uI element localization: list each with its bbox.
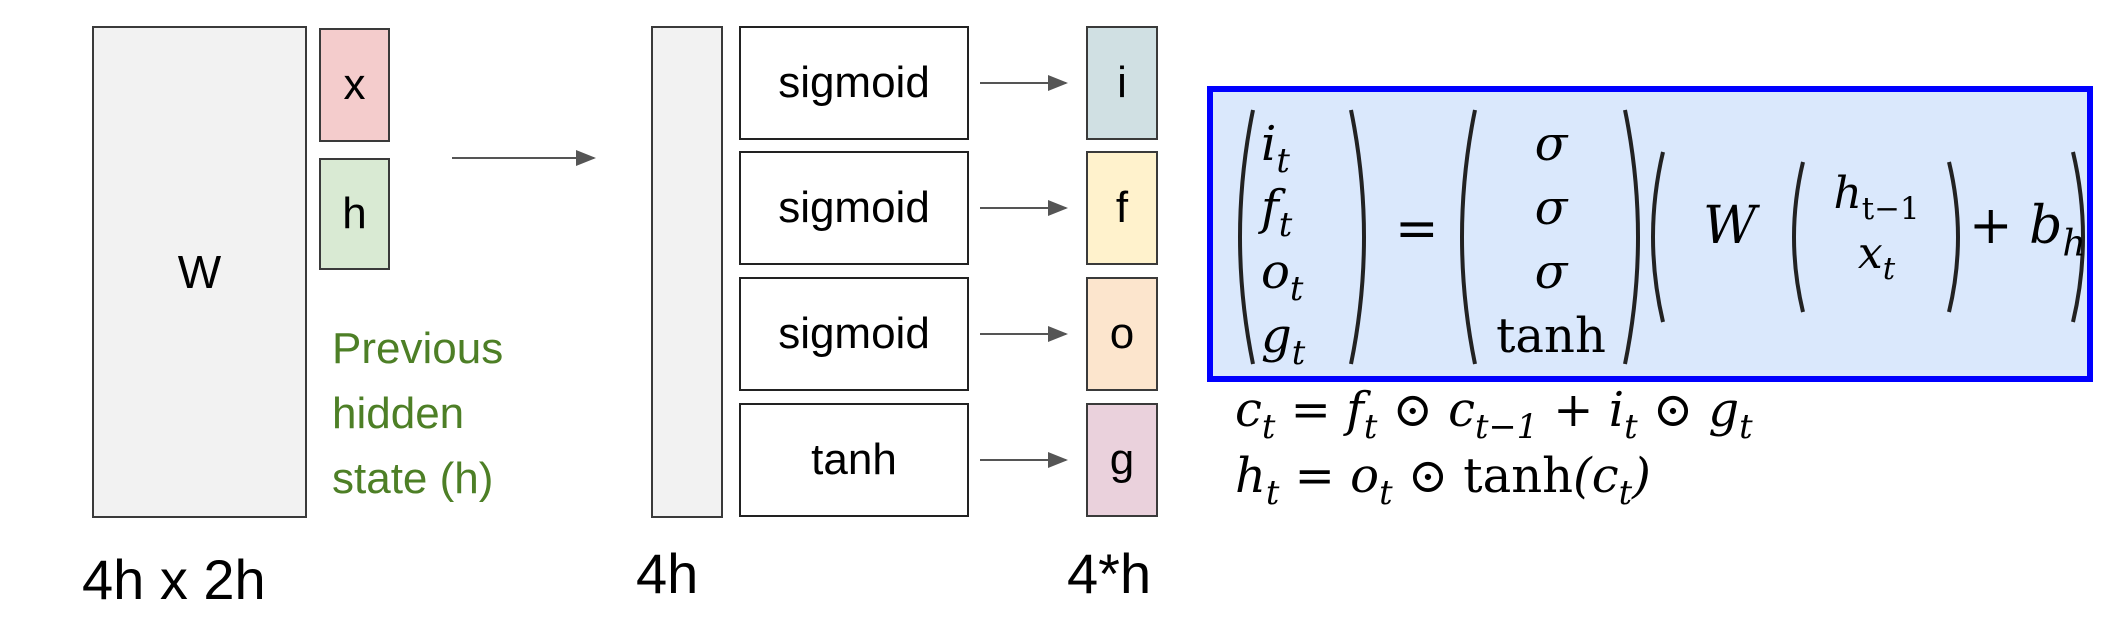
gate-box-i: i bbox=[1086, 26, 1158, 140]
act-right-paren bbox=[1623, 109, 1640, 365]
input-x-label: x bbox=[343, 60, 366, 109]
act-left-paren bbox=[1460, 109, 1477, 365]
lhs-right-paren bbox=[1349, 109, 1366, 365]
hidden-state-equation: ht = ot ⊙ tanh(ct) bbox=[1235, 448, 1651, 512]
lhs-left-paren bbox=[1238, 109, 1255, 365]
lhs-o: o bbox=[1261, 244, 1290, 300]
input-stack-vector: ht−1 xt bbox=[1809, 164, 1944, 284]
equation-parentheses bbox=[1238, 109, 2085, 365]
hidden-equation-text: ht = ot ⊙ tanh(ct) bbox=[1235, 448, 1651, 512]
input-h-label: h bbox=[342, 189, 367, 238]
stack-right-paren bbox=[1947, 161, 1960, 313]
lhs-g-sub: t bbox=[1291, 332, 1306, 372]
stack-x: x bbox=[1857, 228, 1883, 279]
lhs-g: g bbox=[1261, 308, 1292, 364]
preactivation-vector bbox=[651, 26, 723, 518]
activation-label-2: sigmoid bbox=[778, 309, 930, 358]
gate-box-f: f bbox=[1086, 151, 1158, 265]
lhs-f: f bbox=[1261, 180, 1279, 236]
lhs-i: i bbox=[1261, 116, 1277, 172]
activation-label-3: tanh bbox=[811, 435, 897, 484]
weight-matrix: W bbox=[92, 26, 307, 518]
activation-label-1: sigmoid bbox=[778, 183, 930, 232]
act-sigma-2: σ bbox=[1534, 244, 1568, 300]
outer-left-paren bbox=[1651, 151, 1665, 323]
bias-symbol: b bbox=[2029, 196, 2063, 256]
act-sigma-1: σ bbox=[1534, 180, 1568, 236]
stack-x-sub: t bbox=[1882, 250, 1896, 287]
preactivation-dims-label: 4h bbox=[636, 542, 699, 605]
lhs-i-sub: t bbox=[1276, 140, 1290, 180]
previous-hidden-state-note: Previous hidden state (h) bbox=[332, 324, 504, 503]
cell-equation-text: ct = ft ⊙ ct−1 + it ⊙ gt bbox=[1235, 382, 1753, 446]
activation-box-1: sigmoid bbox=[739, 151, 969, 265]
activation-label-0: sigmoid bbox=[778, 58, 930, 107]
weight-symbol: W bbox=[1703, 196, 1757, 256]
act-tanh: tanh bbox=[1496, 308, 1606, 364]
cell-state-equation: ct = ft ⊙ ct−1 + it ⊙ gt bbox=[1235, 382, 1753, 446]
stack-h-sub: t−1 bbox=[1861, 190, 1920, 227]
plus-sign: + bbox=[1969, 196, 2013, 256]
equals-sign: = bbox=[1395, 199, 1439, 259]
gates-dims-label: 4*h bbox=[1067, 542, 1152, 605]
gate-label-f: f bbox=[1115, 183, 1129, 232]
outer-right-paren bbox=[2071, 151, 2085, 323]
activation-vector: σ σ σ tanh bbox=[1481, 112, 1621, 368]
gate-label-g: g bbox=[1109, 435, 1135, 484]
bias-sub: h bbox=[2062, 221, 2086, 265]
lhs-f-sub: t bbox=[1278, 204, 1293, 244]
gate-label-o: o bbox=[1109, 309, 1135, 358]
lhs-o-sub: t bbox=[1289, 268, 1304, 308]
stack-left-paren bbox=[1792, 161, 1805, 313]
activation-box-2: sigmoid bbox=[739, 277, 969, 391]
input-x-box: x bbox=[319, 28, 390, 142]
weight-dims-label: 4h x 2h bbox=[82, 548, 266, 611]
act-sigma-0: σ bbox=[1534, 116, 1568, 172]
activation-box-3: tanh bbox=[739, 403, 969, 517]
gate-box-g: g bbox=[1086, 403, 1158, 517]
activation-box-0: sigmoid bbox=[739, 26, 969, 140]
weight-matrix-label: W bbox=[177, 246, 222, 298]
input-h-box: h bbox=[319, 158, 390, 270]
gate-box-o: o bbox=[1086, 277, 1158, 391]
gate-label-i: i bbox=[1117, 58, 1127, 107]
lhs-vector: it ft ot gt bbox=[1261, 112, 1351, 369]
bias-term: + bh bbox=[1969, 196, 2086, 261]
lstm-equation-box: it ft ot gt = σ σ σ tanh W ht−1 xt + bh bbox=[1207, 86, 2093, 382]
stack-h: h bbox=[1833, 168, 1862, 219]
